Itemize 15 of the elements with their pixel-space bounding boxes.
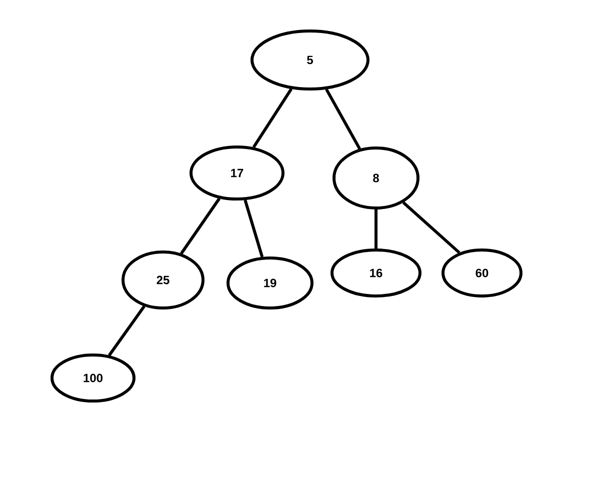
tree-node: 16: [330, 248, 422, 298]
tree-node: 5: [250, 30, 370, 90]
tree-node: 19: [226, 256, 314, 310]
tree-node: 60: [442, 248, 522, 298]
tree-node: 100: [50, 354, 136, 402]
tree-node: 8: [332, 146, 420, 210]
tree-node: 17: [190, 146, 284, 200]
edge-line: [244, 200, 264, 258]
edge-line: [108, 305, 146, 356]
edge-line: [325, 88, 361, 150]
tree-node: 25: [122, 250, 204, 310]
edge-line: [180, 198, 221, 254]
edge-line: [252, 88, 293, 148]
edge-line: [374, 210, 378, 248]
edge-line: [402, 201, 460, 254]
